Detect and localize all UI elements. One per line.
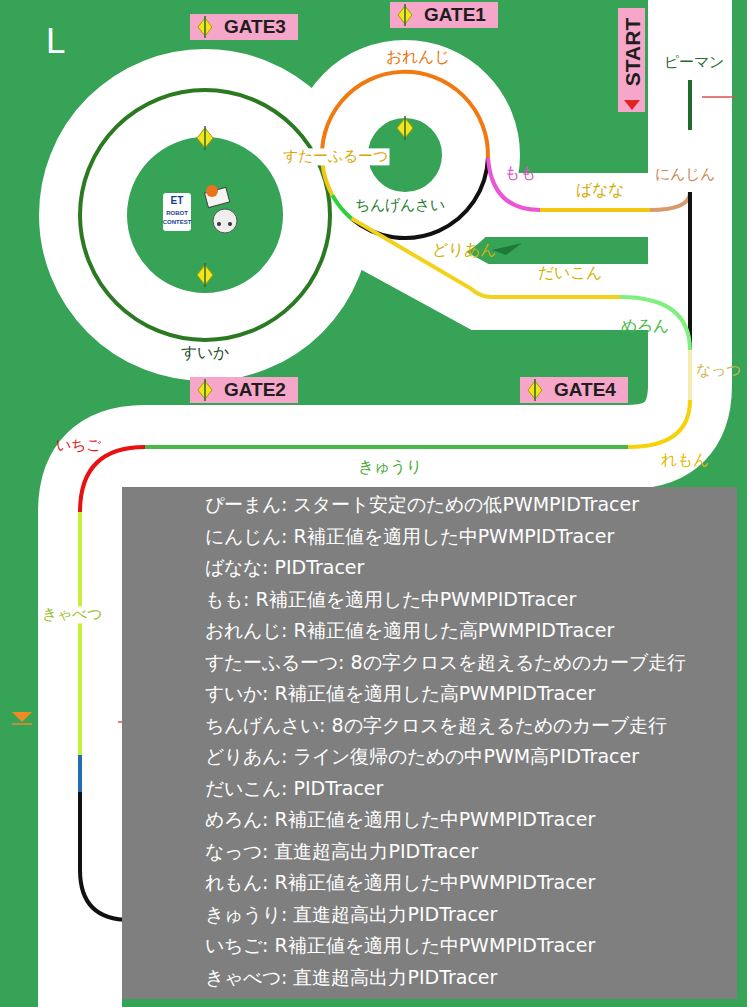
logo-text: ROBOT <box>166 210 188 217</box>
gate-icon <box>527 379 543 401</box>
description-line: どりあん: ライン復帰のための中PWM高PIDTracer <box>205 741 729 773</box>
ninjin-line <box>650 192 690 210</box>
black-arc-line <box>352 158 488 238</box>
momo-line <box>488 158 540 210</box>
starfruit-line <box>323 165 333 195</box>
logo-plate <box>163 193 191 231</box>
gate-name: GATE2 <box>190 377 286 403</box>
nuts-line <box>688 350 692 400</box>
gate-icon-bar <box>204 16 206 38</box>
black-straight-line <box>688 192 692 350</box>
description-line: なっつ: 直進超高出力PIDTracer <box>205 836 729 868</box>
blue-line <box>78 755 82 792</box>
piman-line <box>688 80 692 130</box>
daikon-line <box>492 295 620 299</box>
gate-icon-group <box>198 379 212 401</box>
gate-icon <box>197 379 213 401</box>
start-arrow-head <box>624 100 640 110</box>
gate-icon <box>197 16 213 38</box>
description-line: いちご: R補正値を適用した中PWMPIDTracer <box>205 930 729 962</box>
segment-label: もも <box>504 164 536 182</box>
description-line: すたーふるーつ: 8の字クロスを超えるためのカーブ走行 <box>205 647 729 679</box>
description-line: ちんげんさい: 8の字クロスを超えるためのカーブ走行 <box>205 710 729 742</box>
logo-eye <box>217 222 221 226</box>
segment-label: ちんげんさい <box>353 197 447 214</box>
chingensai-line <box>332 195 351 218</box>
position-marker <box>12 712 32 722</box>
description-line: ばなな: PIDTracer <box>205 552 729 584</box>
start-sign: START <box>618 8 645 112</box>
segment-label: すたーふるーつ <box>281 148 390 165</box>
logo-text: CONTEST <box>163 219 192 226</box>
gate-sign: GATE1 <box>390 2 498 28</box>
segment-label: おれんじ <box>386 48 450 66</box>
banana-line <box>540 208 650 212</box>
segment-label: すいか <box>181 344 229 362</box>
gate-name: GATE3 <box>190 14 286 40</box>
segment-label: なっつ <box>696 362 741 379</box>
gate-marker-bar <box>204 263 206 287</box>
segment-label: れもん <box>661 451 709 469</box>
diagonal-track <box>330 215 690 297</box>
gate-marker <box>397 116 413 140</box>
gate-sign: GATE3 <box>190 14 298 40</box>
gate-sign: GATE2 <box>190 377 298 403</box>
logo-eye <box>228 222 232 226</box>
gate-icon-bar <box>204 379 206 401</box>
segment-label: だいこん <box>538 264 602 282</box>
gate-marker-bar <box>204 126 206 150</box>
gate-icon <box>397 4 413 26</box>
gate-marker-bar <box>404 116 406 140</box>
position-marker-line <box>12 723 32 725</box>
green-wedge <box>492 243 522 255</box>
segment-label: きゅうり <box>358 458 422 476</box>
description-line: きゅうり: 直進超高出力PIDTracer <box>205 899 729 931</box>
suika-line <box>80 90 330 340</box>
gate-icon-group <box>528 379 542 401</box>
start-arrow <box>624 100 640 110</box>
gate-name: GATE1 <box>390 2 486 28</box>
description-panel: ぴーまん: スタート安定のための低PWMPIDTracerにんじん: R補正値を… <box>122 487 737 999</box>
connector-track <box>440 173 690 237</box>
segment-label: どりあん <box>432 241 496 259</box>
start-text: START <box>621 18 642 86</box>
cabbage-line <box>78 512 82 755</box>
gate-icon-group <box>198 16 212 38</box>
course-side-mark: L <box>46 22 65 61</box>
segment-label: きゃべつ <box>40 606 104 623</box>
logo-sign <box>206 185 218 197</box>
segment-label: にんじん <box>655 166 715 183</box>
description-line: れもん: R補正値を適用した中PWMPIDTracer <box>205 867 729 899</box>
kyuri-line <box>145 445 628 449</box>
gate-marker <box>197 126 213 150</box>
segment-label: めろん <box>621 317 669 335</box>
description-line: ぴーまん: スタート安定のための低PWMPIDTracer <box>205 489 729 521</box>
gate-sign: GATE4 <box>520 377 628 403</box>
lemon-line <box>628 400 690 447</box>
description-line: にんじん: R補正値を適用した中PWMPIDTracer <box>205 521 729 553</box>
segment-label: いちご <box>56 437 101 454</box>
logo-text: ET <box>171 195 184 207</box>
description-line: もも: R補正値を適用した中PWMPIDTracer <box>205 584 729 616</box>
start-tick <box>702 96 735 98</box>
gate-marker <box>197 263 213 287</box>
large-loop-track <box>83 93 327 337</box>
segment-label: ピーマン <box>664 54 724 71</box>
description-line: すいか: R補正値を適用した高PWMPIDTracer <box>205 678 729 710</box>
description-line: おれんじ: R補正値を適用した高PWMPIDTracer <box>205 615 729 647</box>
gate-icon-bar <box>404 4 406 26</box>
gate-icon-group <box>398 4 412 26</box>
description-line: きゃべつ: 直進超高出力PIDTracer <box>205 962 729 994</box>
description-line: だいこん: PIDTracer <box>205 773 729 805</box>
melon-line <box>620 297 690 350</box>
logo-robot-body <box>213 209 237 233</box>
gate-icon-bar <box>534 379 536 401</box>
description-line: めろん: R補正値を適用した中PWMPIDTracer <box>205 804 729 836</box>
gate-name: GATE4 <box>520 377 616 403</box>
segment-label: ばなな <box>576 181 624 199</box>
